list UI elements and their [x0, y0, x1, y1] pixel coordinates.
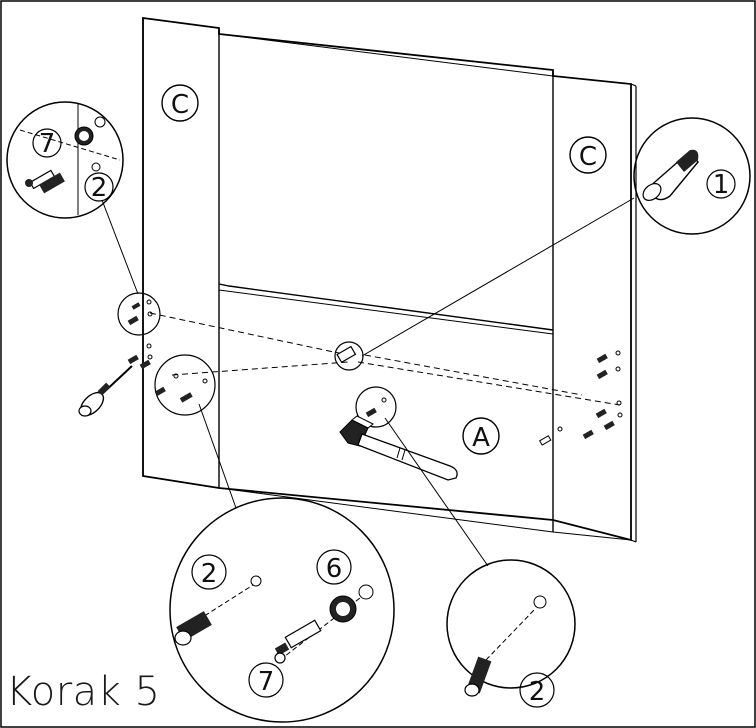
dowel-icon	[174, 611, 212, 646]
cam-lock-icon	[329, 595, 357, 623]
callout-glue: 1	[633, 117, 751, 235]
step-title: Korak 5	[6, 669, 161, 715]
part-letter-right: C	[579, 142, 597, 172]
callout-number: 7	[39, 129, 56, 159]
detail-marker-center-glue	[334, 341, 364, 371]
dowel-icon	[39, 172, 65, 194]
detail-marker-left-lower	[154, 354, 216, 416]
detail-marker-center-dowel	[355, 386, 397, 428]
assembly-dashed-lines	[149, 312, 621, 406]
part-label-center-a: A	[462, 417, 500, 455]
part-label-left-c: C	[161, 84, 199, 122]
screwdriver-icon	[78, 365, 133, 417]
callout-leaders	[101, 197, 635, 567]
callout-bottom-right: 2	[446, 559, 576, 708]
part-label-right-c: C	[569, 136, 607, 174]
dowel-icon	[127, 299, 153, 326]
callout-number: 2	[91, 173, 108, 203]
part-letter-center: A	[472, 423, 490, 453]
callout-top-left: 7 2	[6, 101, 124, 219]
dowel-icon	[464, 656, 492, 697]
callout-number: 2	[529, 677, 546, 707]
callout-number: 1	[713, 170, 730, 200]
cam-screw-icon	[274, 619, 322, 664]
glue-bottle-icon	[642, 149, 699, 201]
cabinet-back-panel	[142, 16, 637, 543]
callout-bottom-center: 2 6 7	[169, 497, 395, 723]
cam-lock-icon	[74, 126, 94, 146]
hammer-icon	[339, 415, 458, 481]
callout-number: 7	[258, 667, 275, 697]
part-letter-left: C	[171, 90, 189, 120]
callout-number: 6	[326, 554, 343, 584]
callout-number: 2	[201, 559, 218, 589]
detail-marker-left-upper	[117, 292, 161, 336]
hardware-cluster-left	[127, 343, 153, 370]
hardware-cluster-right	[538, 350, 623, 446]
